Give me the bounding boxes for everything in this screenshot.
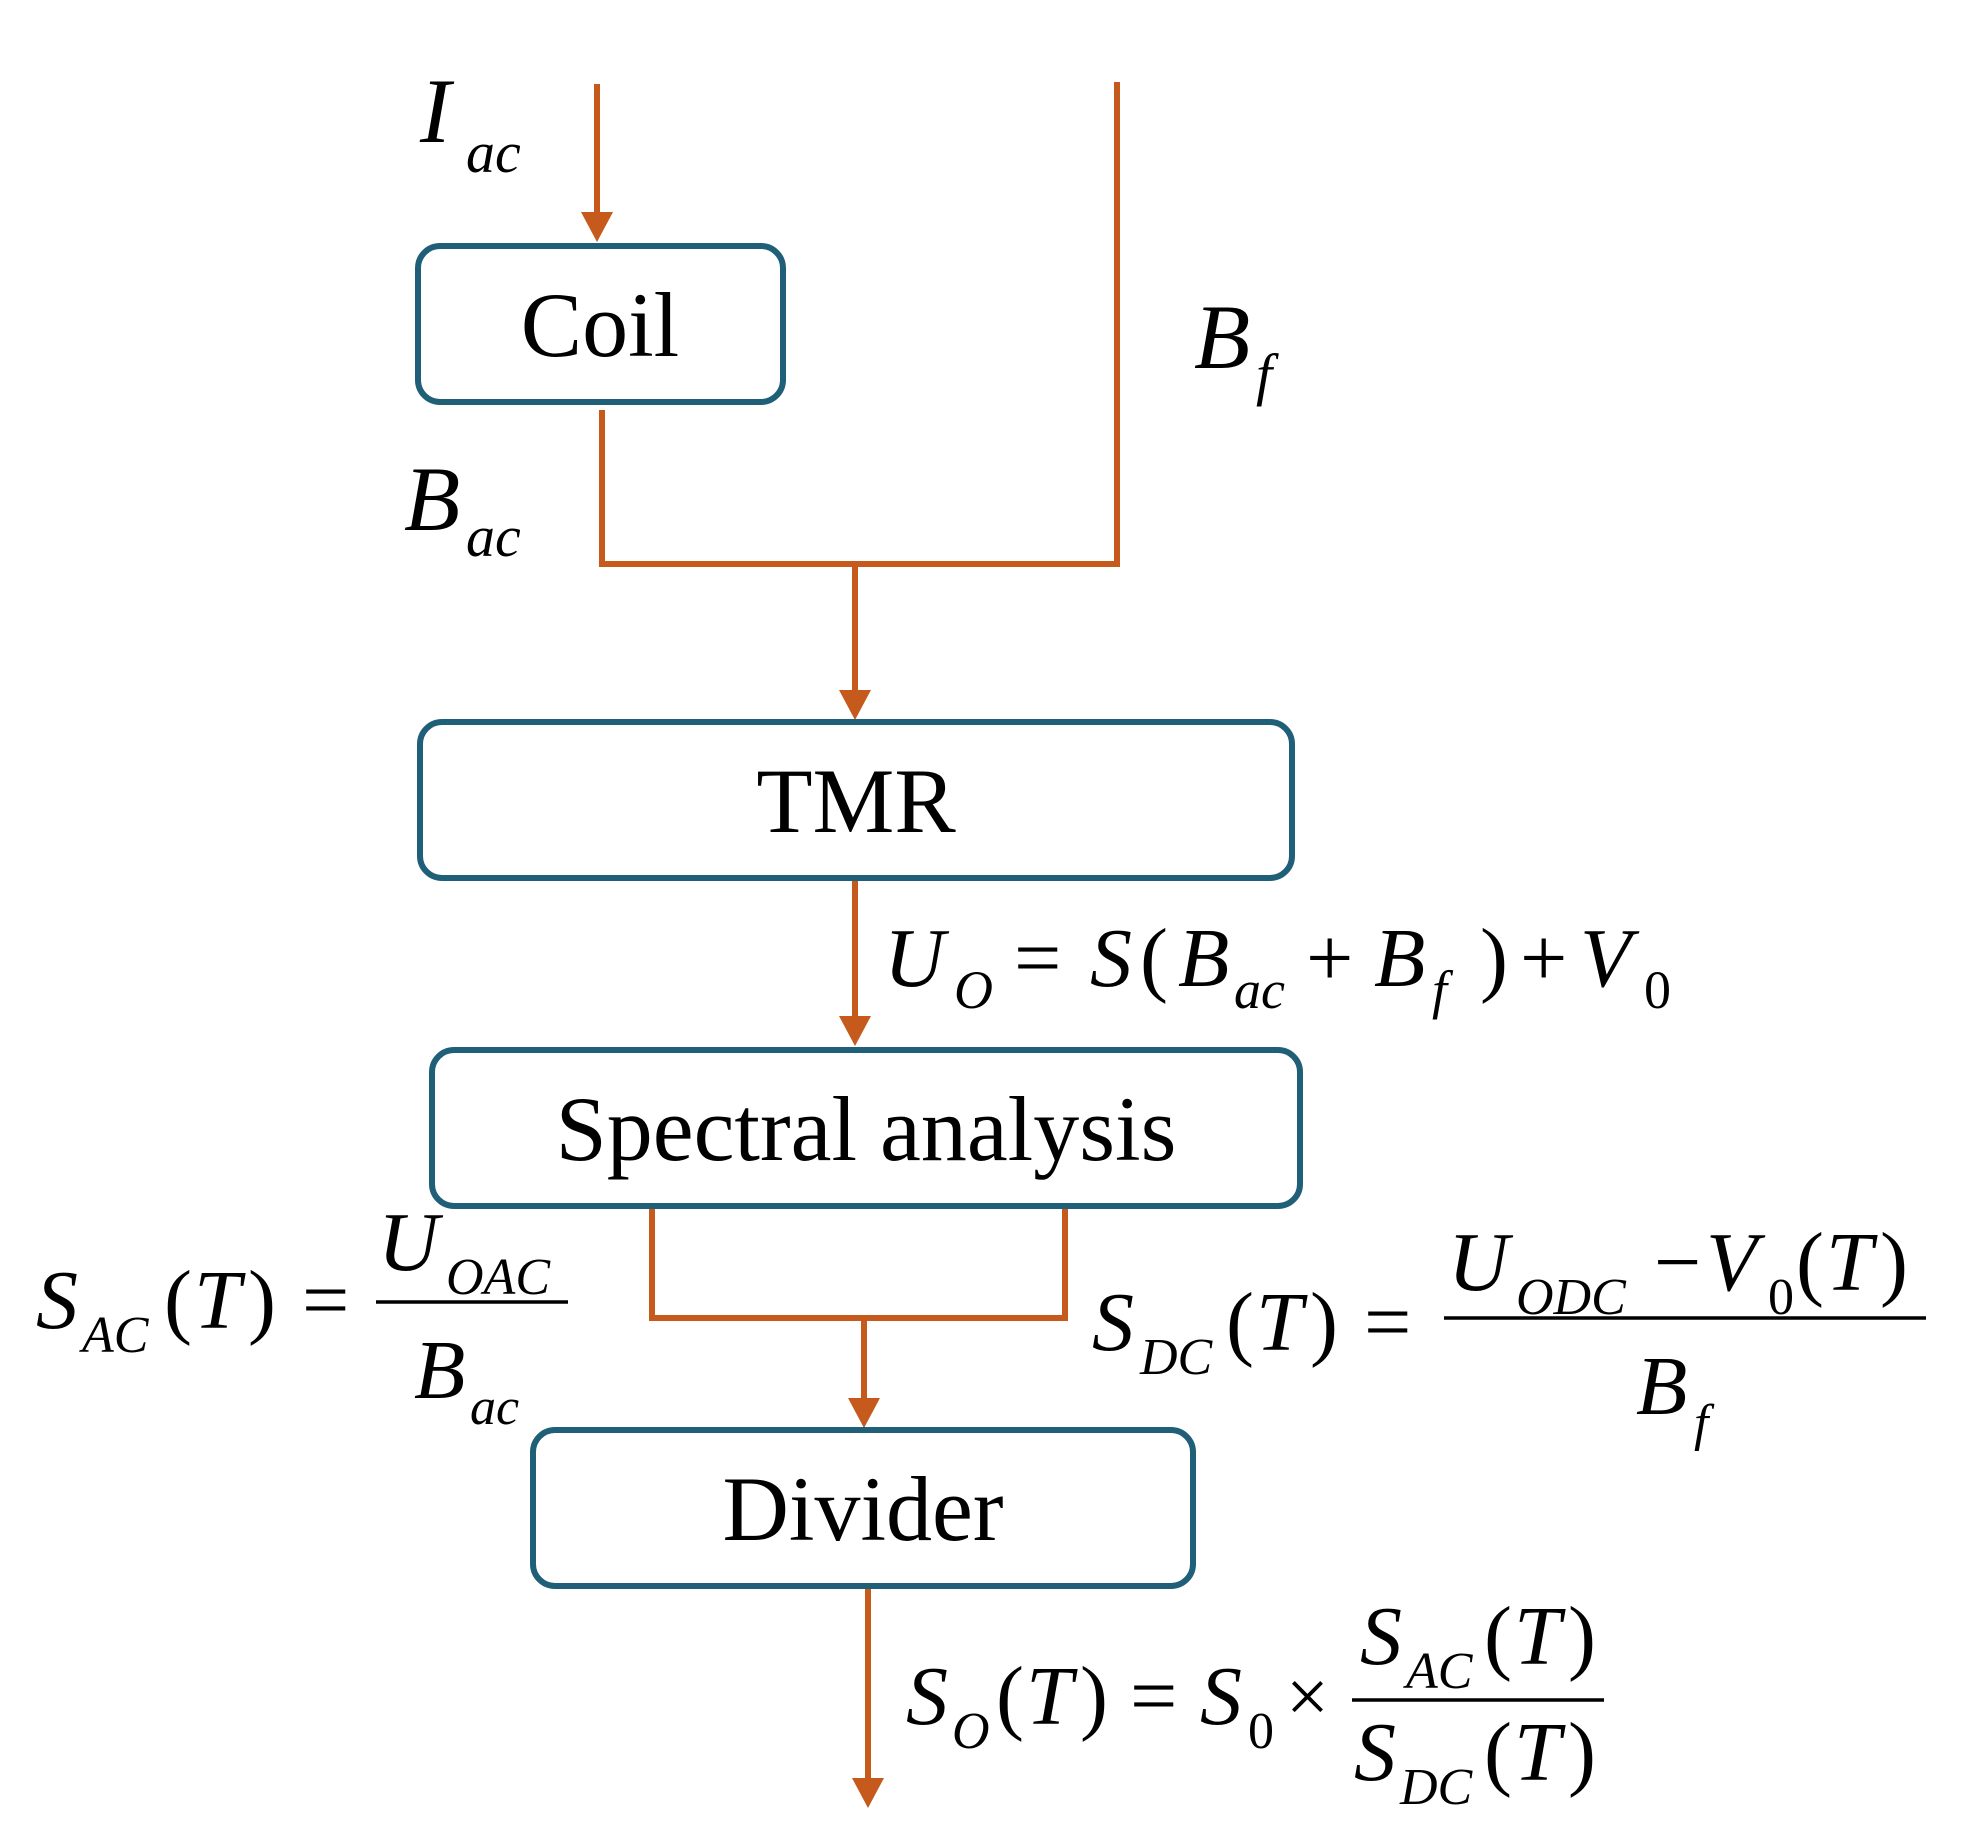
eq4-num-lparen: ( (1484, 1590, 1512, 1683)
eq3-s-sub: DC (1139, 1329, 1214, 1386)
eq2-num-u: U (378, 1196, 444, 1289)
eq1-s: S (1090, 912, 1132, 1005)
spectral-label: Spectral analysis (556, 1078, 1177, 1180)
label-i-ac-base: I (419, 60, 455, 162)
eq4-s0: S (1200, 1650, 1242, 1743)
eq1-v-sub: 0 (1644, 960, 1671, 1020)
coil-block: Coil (415, 243, 786, 405)
eq2-lparen: ( (164, 1254, 192, 1347)
eq3-equals: = (1364, 1276, 1411, 1369)
eq4-den-sub: DC (1399, 1759, 1474, 1816)
label-b-ac-sub: ac (466, 504, 521, 569)
eq2-den-b: B (414, 1324, 465, 1417)
equation-s-dc: S DC ( T ) = U ODC − V 0 ( T ) B f (1092, 1216, 1926, 1452)
eq2-equals: = (302, 1254, 349, 1347)
eq1-b2: B (1374, 912, 1425, 1005)
wire-bf-input (855, 82, 1120, 567)
eq2-num-sub: OAC (446, 1249, 551, 1306)
tmr-block: TMR (417, 719, 1295, 881)
label-b-f: B f (1194, 286, 1279, 407)
eq4-s-sub: O (952, 1703, 990, 1760)
eq3-num-lparen: ( (1796, 1216, 1824, 1309)
wire-spectral-left (649, 1208, 864, 1321)
eq2-den-sub: ac (470, 1379, 519, 1436)
eq2-s: S (36, 1254, 78, 1347)
label-b-ac: B ac (404, 448, 521, 569)
eq3-minus: − (1654, 1216, 1701, 1309)
eq3-den-b: B (1636, 1340, 1687, 1433)
eq4-rparen: ) (1080, 1650, 1108, 1743)
arrowhead-spectral-input (839, 1016, 871, 1046)
eq3-num-u: U (1448, 1216, 1514, 1309)
label-i-ac-sub: ac (466, 120, 521, 185)
wire-spectral-right (864, 1208, 1068, 1321)
eq2-rparen: ) (248, 1254, 276, 1347)
eq4-s0-sub: 0 (1248, 1703, 1274, 1760)
eq1-v: V (1580, 912, 1640, 1005)
eq4-den-lparen: ( (1484, 1706, 1512, 1799)
eq4-den-s: S (1354, 1706, 1396, 1799)
eq3-rparen: ) (1310, 1276, 1338, 1369)
eq4-lparen: ( (996, 1650, 1024, 1743)
arrowhead-output (852, 1778, 884, 1808)
divider-box (530, 1427, 1196, 1589)
eq4-den-t: T (1514, 1706, 1566, 1799)
coil-box (415, 243, 786, 405)
eq3-num-v: V (1706, 1216, 1766, 1309)
eq4-s: S (906, 1650, 948, 1743)
tmr-label: TMR (756, 750, 956, 852)
eq4-times: × (1286, 1655, 1329, 1739)
arrowhead-tmr-input (839, 690, 871, 720)
eq1-plus1: + (1306, 912, 1353, 1005)
eq4-num-t: T (1514, 1590, 1566, 1683)
wires (581, 82, 1120, 1808)
divider-label: Divider (722, 1458, 1003, 1560)
eq1-u: U (884, 912, 950, 1005)
eq2-t: T (194, 1254, 246, 1347)
eq4-num-s: S (1360, 1590, 1402, 1683)
eq4-num-sub: AC (1403, 1643, 1474, 1700)
eq1-u-sub: O (954, 960, 993, 1020)
equation-tmr-output: U O = S ( B ac + B f ) + V 0 (884, 912, 1671, 1020)
eq1-b1-sub: ac (1234, 960, 1285, 1020)
eq1-plus2: + (1520, 912, 1567, 1005)
eq1-rparen: ) (1480, 912, 1508, 1005)
eq4-t: T (1026, 1650, 1078, 1743)
eq1-equals: = (1014, 912, 1061, 1005)
eq3-t: T (1256, 1276, 1308, 1369)
eq3-s: S (1092, 1276, 1134, 1369)
eq3-lparen: ( (1226, 1276, 1254, 1369)
eq4-num-rparen: ) (1568, 1590, 1596, 1683)
label-b-ac-base: B (404, 448, 460, 550)
label-i-ac: I ac (419, 60, 521, 185)
spectral-box (429, 1047, 1303, 1209)
divider-block: Divider (530, 1427, 1196, 1589)
eq1-b2-sub: f (1432, 960, 1454, 1020)
arrowhead-divider-input (848, 1398, 880, 1428)
arrowhead-coil-input (581, 212, 613, 242)
eq3-num-rparen: ) (1880, 1216, 1908, 1309)
label-b-f-sub: f (1256, 342, 1279, 407)
equation-s-o: S O ( T ) = S 0 × S AC ( T ) S DC ( T ) (906, 1590, 1604, 1816)
eq1-lparen: ( (1140, 912, 1168, 1005)
coil-label: Coil (521, 274, 679, 376)
label-b-f-base: B (1194, 286, 1250, 388)
eq1-b1: B (1178, 912, 1229, 1005)
spectral-block: Spectral analysis (429, 1047, 1303, 1209)
eq4-equals: = (1130, 1650, 1177, 1743)
eq3-num-t: T (1826, 1216, 1878, 1309)
eq3-den-sub: f (1694, 1395, 1715, 1452)
tmr-box (417, 719, 1295, 881)
eq2-s-sub: AC (79, 1307, 150, 1364)
wire-coil-output (599, 410, 855, 567)
equation-s-ac: S AC ( T ) = U OAC B ac (36, 1196, 568, 1436)
eq4-den-rparen: ) (1568, 1706, 1596, 1799)
